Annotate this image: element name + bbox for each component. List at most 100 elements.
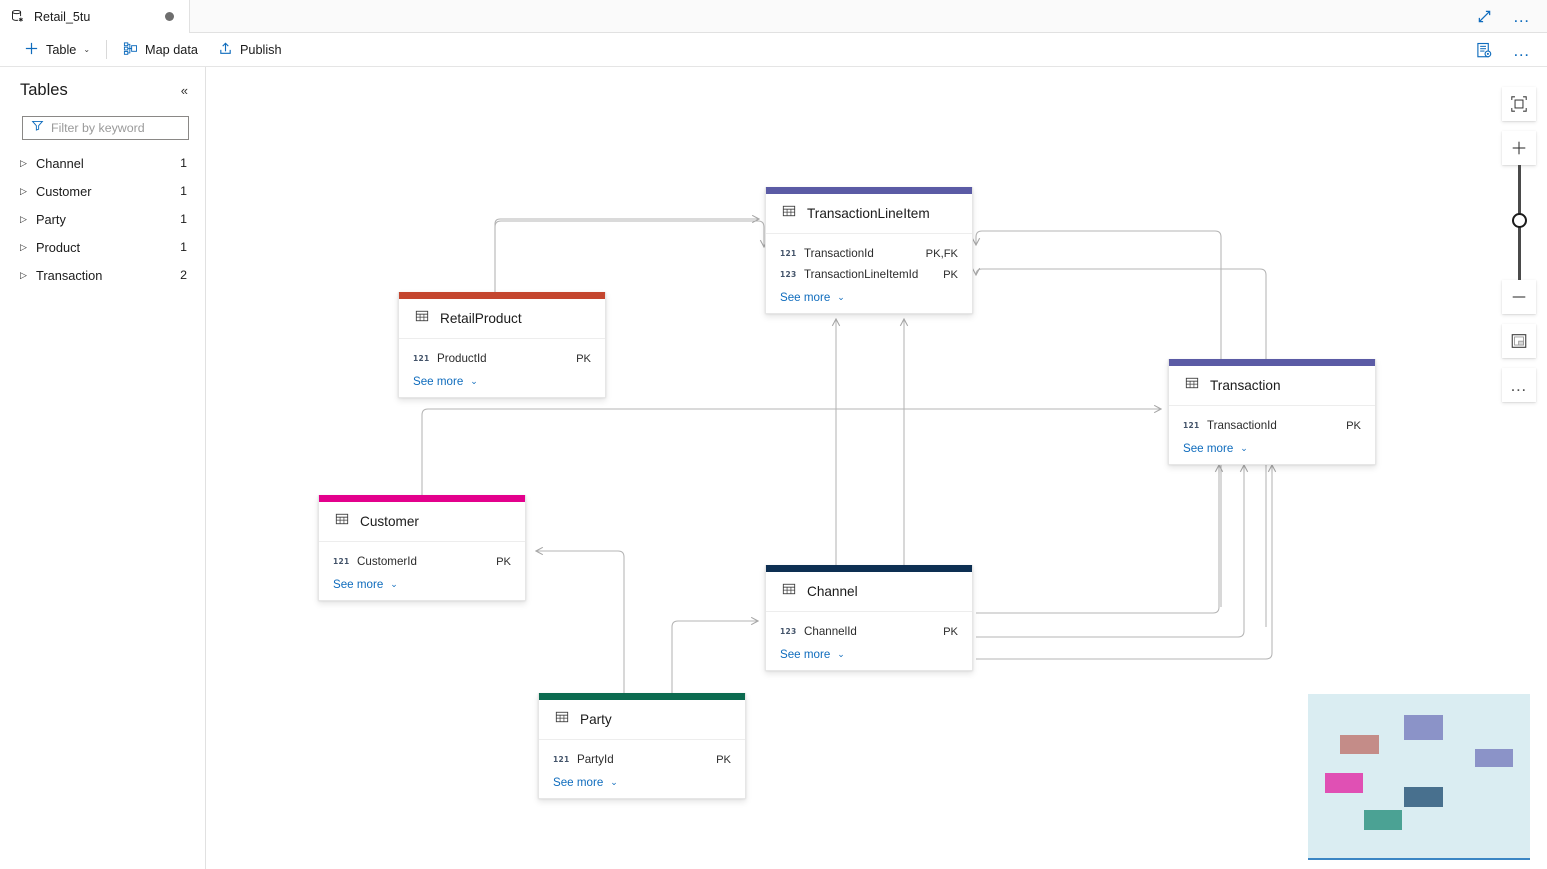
- table-color-bar: [1169, 359, 1375, 366]
- relationship-connectors: [421, 67, 1547, 693]
- see-more-button[interactable]: See more⌄: [766, 642, 972, 663]
- zoom-out-button[interactable]: [1502, 280, 1536, 314]
- tab-title: Retail_5tu: [34, 9, 91, 24]
- document-settings-icon[interactable]: [1475, 40, 1495, 60]
- table-grid-icon: [415, 309, 429, 328]
- table-name: Channel: [807, 584, 858, 599]
- table-card-header[interactable]: Channel: [766, 572, 972, 612]
- expand-arrow-icon[interactable]: ▷: [20, 157, 27, 168]
- fit-to-screen-icon[interactable]: [1502, 87, 1536, 121]
- table-field-row[interactable]: 121 PartyId PK: [539, 749, 745, 770]
- table-card-body: 121 PartyId PK See more⌄: [539, 740, 745, 798]
- table-grid-icon: [782, 204, 796, 223]
- minimap-box-customer: [1325, 773, 1363, 793]
- publish-button[interactable]: Publish: [208, 37, 292, 63]
- table-card-header[interactable]: Transaction: [1169, 366, 1375, 406]
- field-key-badge: PK: [576, 352, 591, 365]
- expand-arrow-icon[interactable]: ▷: [20, 185, 27, 196]
- sidebar-item-count: 1: [180, 212, 187, 226]
- see-more-button[interactable]: See more⌄: [319, 572, 525, 593]
- field-key-badge: PK: [716, 753, 731, 766]
- field-key-badge: PK: [943, 268, 958, 281]
- field-type-icon: 121: [553, 755, 570, 764]
- table-card-header[interactable]: TransactionLineItem: [766, 194, 972, 234]
- minimap-box-party: [1364, 810, 1402, 830]
- field-name: PartyId: [577, 753, 614, 766]
- see-more-button[interactable]: See more⌄: [539, 770, 745, 791]
- field-key-badge: PK: [943, 625, 958, 638]
- map-data-label: Map data: [145, 42, 198, 57]
- expand-arrow-icon[interactable]: ▷: [20, 269, 27, 280]
- filter-input-wrapper[interactable]: Filter by keyword: [22, 116, 189, 140]
- table-grid-icon: [1185, 376, 1199, 395]
- collapse-sidebar-icon[interactable]: «: [180, 83, 188, 98]
- minimap-box-transaction: [1475, 749, 1513, 767]
- add-table-button[interactable]: Table ⌄: [14, 37, 100, 63]
- tab-retail[interactable]: Retail_5tu: [0, 0, 190, 33]
- table-name: RetailProduct: [440, 311, 522, 326]
- unsaved-indicator-dot: [165, 12, 174, 21]
- canvas-more-options[interactable]: …: [1502, 368, 1536, 402]
- expand-arrow-icon[interactable]: ▷: [20, 241, 27, 252]
- toolbar-divider: [106, 40, 108, 59]
- see-more-button[interactable]: See more⌄: [766, 285, 972, 306]
- minimap-box-retailproduct: [1340, 735, 1379, 754]
- expand-arrow-icon[interactable]: ▷: [20, 213, 27, 224]
- map-data-button[interactable]: Map data: [113, 37, 208, 63]
- field-type-icon: 121: [1183, 421, 1200, 430]
- hierarchy-icon: [123, 41, 138, 59]
- minimap[interactable]: [1308, 694, 1530, 860]
- table-card-party[interactable]: Party 121 PartyId PK See more⌄: [538, 693, 746, 799]
- see-more-label: See more: [333, 578, 384, 591]
- minimap-box-transactionlineitem: [1404, 715, 1443, 740]
- field-type-icon: 121: [333, 557, 350, 566]
- table-name: Party: [580, 712, 612, 727]
- sidebar-item-count: 2: [180, 268, 187, 282]
- canvas-more-dots: …: [1509, 375, 1529, 395]
- zoom-slider-thumb[interactable]: [1512, 213, 1527, 228]
- table-name: TransactionLineItem: [807, 206, 930, 221]
- see-more-button[interactable]: See more⌄: [399, 369, 605, 390]
- table-card-header[interactable]: Customer: [319, 502, 525, 542]
- sidebar-item-label: Customer: [36, 183, 92, 199]
- see-more-button[interactable]: See more⌄: [1169, 436, 1375, 457]
- zoom-in-button[interactable]: [1502, 131, 1536, 165]
- field-type-icon: 121: [413, 354, 430, 363]
- table-card-header[interactable]: Party: [539, 700, 745, 740]
- minimap-box-channel: [1404, 787, 1443, 807]
- add-table-label: Table: [46, 42, 77, 57]
- command-bar: Table ⌄ Map data: [0, 33, 1547, 67]
- canvas-toolbar: …: [1502, 87, 1536, 402]
- field-name: TransactionId: [804, 247, 874, 260]
- expand-diagonal-icon[interactable]: [1475, 7, 1495, 27]
- see-more-label: See more: [553, 776, 604, 789]
- field-name: CustomerId: [357, 555, 417, 568]
- table-card-header[interactable]: RetailProduct: [399, 299, 605, 339]
- table-color-bar: [766, 565, 972, 572]
- minimap-toggle-icon[interactable]: [1502, 324, 1536, 358]
- zoom-slider[interactable]: [1502, 165, 1536, 280]
- command-overflow-menu[interactable]: …: [1512, 40, 1531, 60]
- window-overflow-menu[interactable]: …: [1512, 7, 1531, 26]
